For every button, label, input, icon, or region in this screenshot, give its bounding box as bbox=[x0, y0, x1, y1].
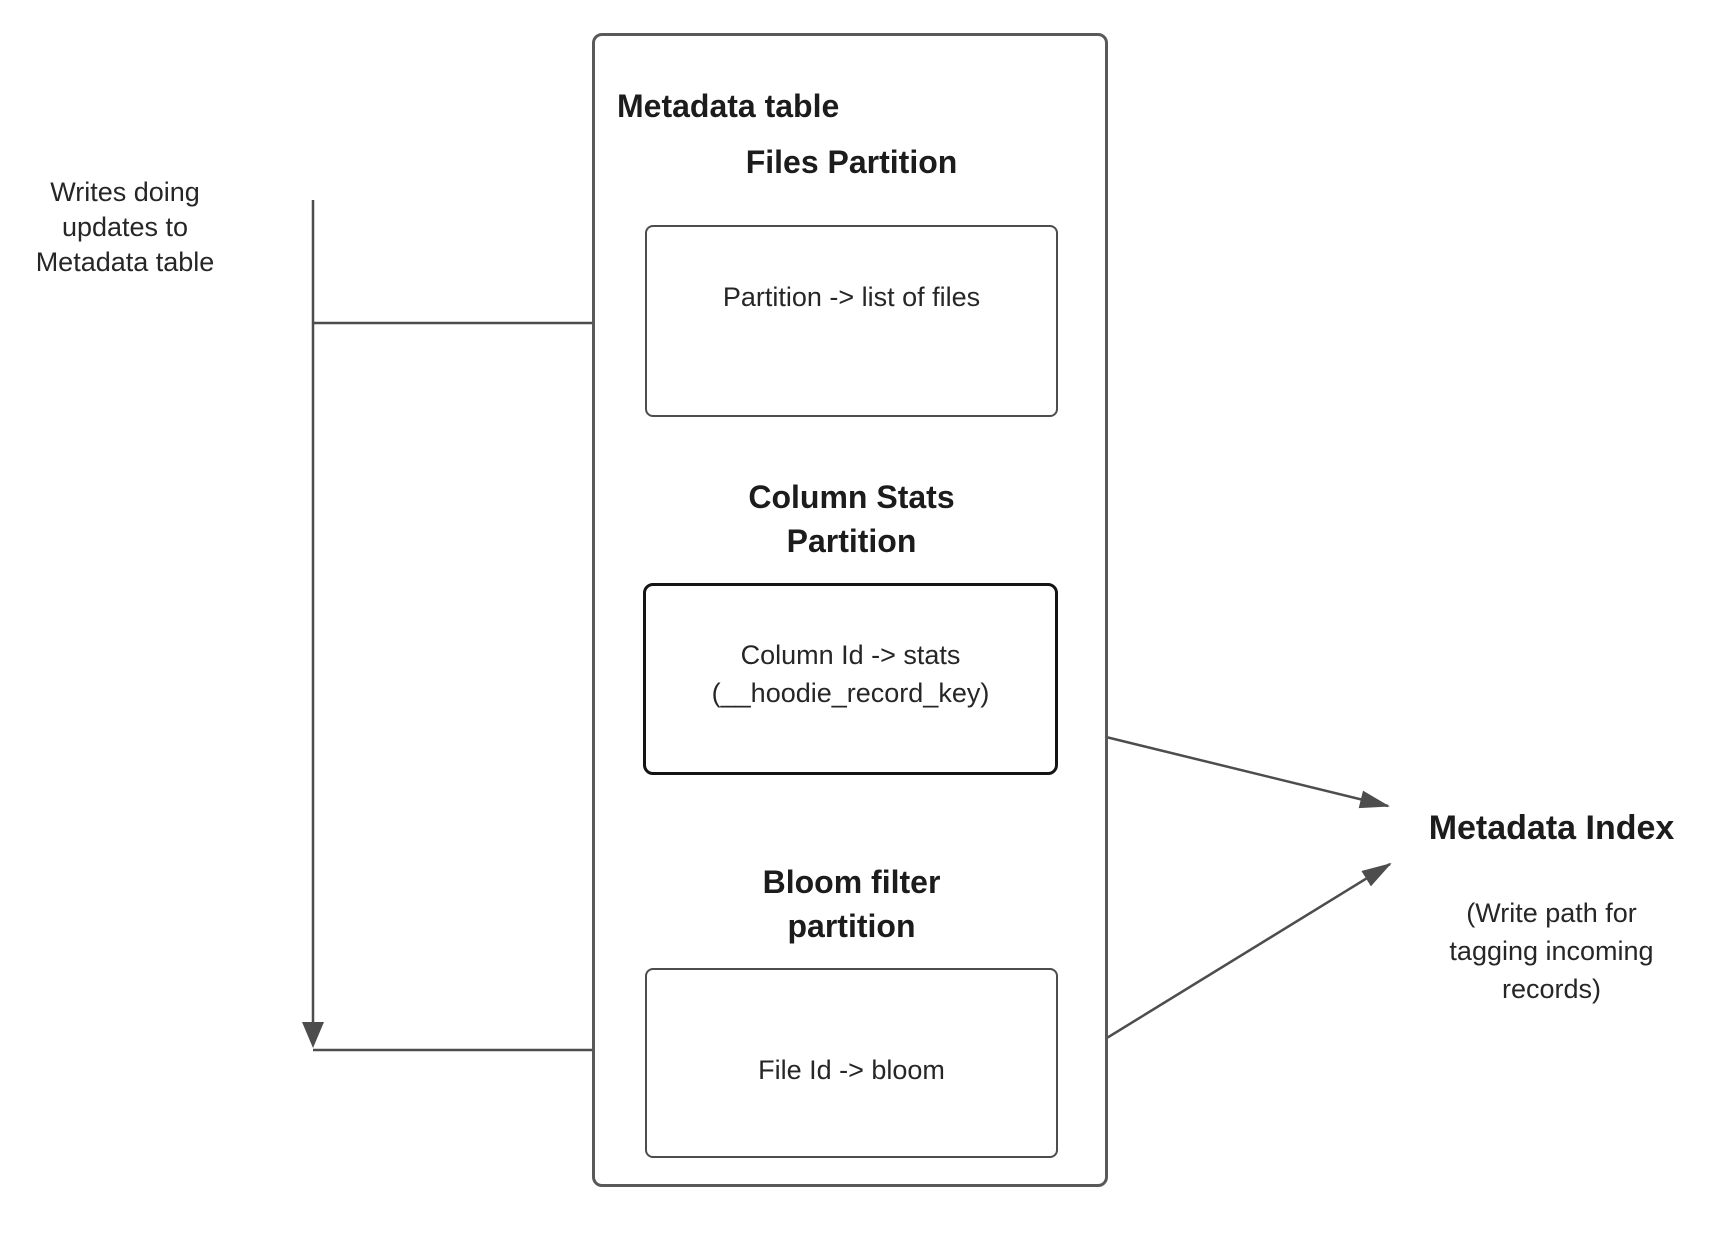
down-arrowhead-icon bbox=[302, 1022, 324, 1048]
column-stats-partition-heading: Column Stats Partition bbox=[748, 479, 955, 559]
metadata-index-title: Metadata Index bbox=[1428, 809, 1675, 847]
files-partition-heading: Files Partition bbox=[745, 144, 958, 180]
column-stats-partition-box: Column Id -> stats (__hoodie_record_key) bbox=[643, 583, 1058, 775]
writes-note: Writes doing updates to Metadata table bbox=[35, 177, 215, 277]
files-partition-box: Partition -> list of files bbox=[645, 225, 1058, 417]
column-stats-partition-label: Column Id -> stats (__hoodie_record_key) bbox=[711, 640, 990, 708]
metadata-table-title: Metadata table bbox=[617, 88, 840, 124]
files-partition-label: Partition -> list of files bbox=[722, 282, 981, 312]
metadata-index-subtitle: (Write path for tagging incoming records… bbox=[1449, 898, 1654, 1004]
bloom-filter-partition-label: File Id -> bloom bbox=[758, 1055, 945, 1085]
bloom-filter-partition-box: File Id -> bloom bbox=[645, 968, 1058, 1158]
bloom-filter-partition-heading: Bloom filter partition bbox=[762, 864, 941, 944]
